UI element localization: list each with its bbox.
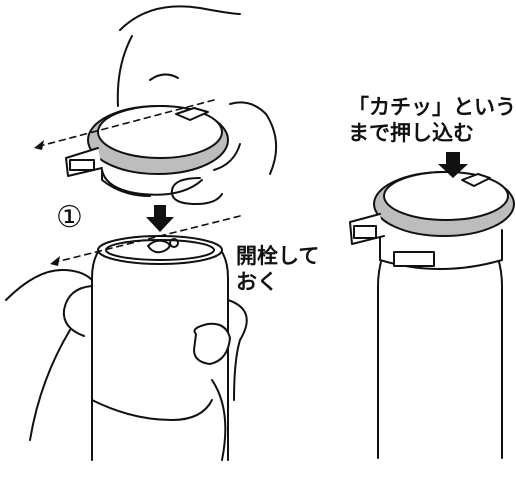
open-can-callout-line-1: 開栓して — [236, 244, 320, 268]
down-arrow-left — [146, 205, 174, 232]
push-until-click-callout-line-1: 「カチッ」という — [348, 95, 516, 119]
hand-holding-lid — [116, 5, 278, 205]
left-hand-holding-can — [5, 269, 93, 441]
down-arrow-right — [438, 152, 468, 178]
push-until-click-callout-line-2: まで押し込む — [348, 121, 474, 145]
alignment-guide-lines — [39, 99, 241, 263]
open-can-callout-line-2: おく — [236, 270, 278, 294]
lid-above-can — [65, 105, 229, 197]
can-with-lid-attached — [349, 171, 515, 459]
right-hand-holding-can — [91, 299, 248, 461]
step-number: ① — [56, 200, 83, 235]
